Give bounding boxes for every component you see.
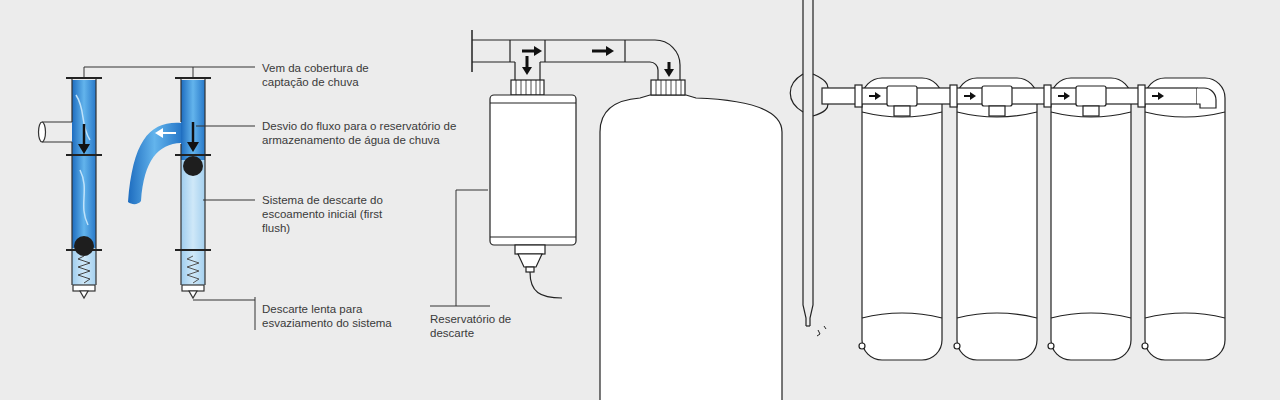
callout-label: Descarte lenta para esvaziamento do sist… [262, 302, 392, 330]
drain-valve [189, 291, 197, 298]
water [181, 160, 205, 285]
tee-stem [894, 106, 910, 116]
discharge-tank [490, 95, 576, 245]
flow-arrow [668, 62, 671, 70]
coupling [855, 85, 862, 107]
tee-fittings [855, 85, 1145, 116]
arrow-head [187, 142, 199, 152]
flow-arrow [83, 124, 86, 146]
tank-seam [862, 313, 1225, 318]
tee [887, 86, 917, 106]
callout-label: Vem da cobertura de captação de chuva [262, 61, 412, 89]
leader-line [203, 200, 255, 201]
tee [982, 86, 1012, 106]
first-flush-pipe-filling [39, 78, 103, 298]
drain-plug [1048, 343, 1054, 349]
downpipe [803, 0, 813, 326]
callout-label: Desvio do fluxo para o reservatório de a… [262, 119, 457, 147]
leader-line [84, 67, 255, 77]
coupling [1044, 85, 1051, 107]
tee-stem [989, 106, 1005, 116]
pipe-wall [72, 78, 96, 285]
arrow [964, 92, 976, 100]
arrow-head [78, 144, 90, 154]
screw-fitting [651, 80, 685, 95]
spring [78, 256, 90, 283]
pipe-end [39, 122, 46, 142]
flow-arrows [869, 92, 1164, 100]
flow-arrow [526, 56, 529, 68]
outlet-fitting [515, 245, 545, 254]
flow-arrow [192, 122, 195, 144]
tank-band [490, 103, 576, 237]
arrow-head [534, 46, 542, 56]
storage-tank [600, 95, 782, 400]
outlet-taper [518, 254, 542, 267]
arrow [869, 92, 881, 100]
drip [817, 326, 826, 336]
tank [957, 78, 1037, 360]
discharge-reservoir-assembly [430, 30, 782, 400]
drain-plug [954, 343, 960, 349]
flow-arrow [592, 50, 607, 53]
bottom-cap [73, 285, 95, 291]
arrow-head [664, 69, 674, 77]
water-outflow [128, 123, 181, 204]
bottom-cap [182, 285, 204, 291]
tanks [859, 78, 1225, 360]
pipe-outline [472, 62, 658, 80]
downpipe-end [806, 325, 810, 326]
fitting-ribs [516, 80, 540, 95]
screw-fitting [511, 80, 544, 95]
pipe-start [471, 30, 473, 72]
drain-hose [530, 272, 562, 298]
water [72, 80, 96, 248]
first-flush-pipe-full [128, 78, 211, 298]
float-ball [183, 156, 203, 176]
pipe-wall [181, 78, 205, 285]
arrow-head [155, 128, 163, 138]
side-pipe [42, 122, 72, 142]
flange [175, 78, 211, 250]
tank [862, 78, 942, 360]
leader-lines [84, 67, 255, 330]
callout-label: Sistema de descarte do escoamento inicia… [262, 193, 407, 235]
coupling [950, 85, 957, 107]
drain-valve [80, 291, 88, 298]
leader-line [430, 190, 490, 306]
tank-array [790, 0, 1225, 360]
arrow [1058, 92, 1070, 100]
flow-arrow [162, 132, 176, 134]
tank-seam [862, 112, 1225, 117]
flow-arrow [522, 50, 535, 53]
elbow [1197, 88, 1216, 108]
fitting-ribs [656, 80, 681, 95]
tee-stem [1083, 106, 1099, 116]
pipe-outline [472, 40, 680, 80]
coupling [1138, 85, 1145, 107]
callout-label: Reservatório de descarte [430, 312, 530, 340]
drain-plug [1142, 343, 1148, 349]
tank [1145, 78, 1225, 360]
tee [1076, 86, 1106, 106]
drain-plug [859, 343, 865, 349]
spring [187, 256, 199, 283]
tank [1051, 78, 1131, 360]
arrow-head [606, 46, 614, 56]
flange [66, 78, 102, 250]
water [181, 80, 205, 160]
outlet-nozzle [526, 267, 534, 272]
arrow [1152, 92, 1164, 100]
flow-line [76, 95, 90, 225]
leader-line [196, 126, 255, 127]
float-ball [74, 236, 94, 256]
arrow-head [522, 67, 532, 75]
leader-line [193, 297, 255, 330]
